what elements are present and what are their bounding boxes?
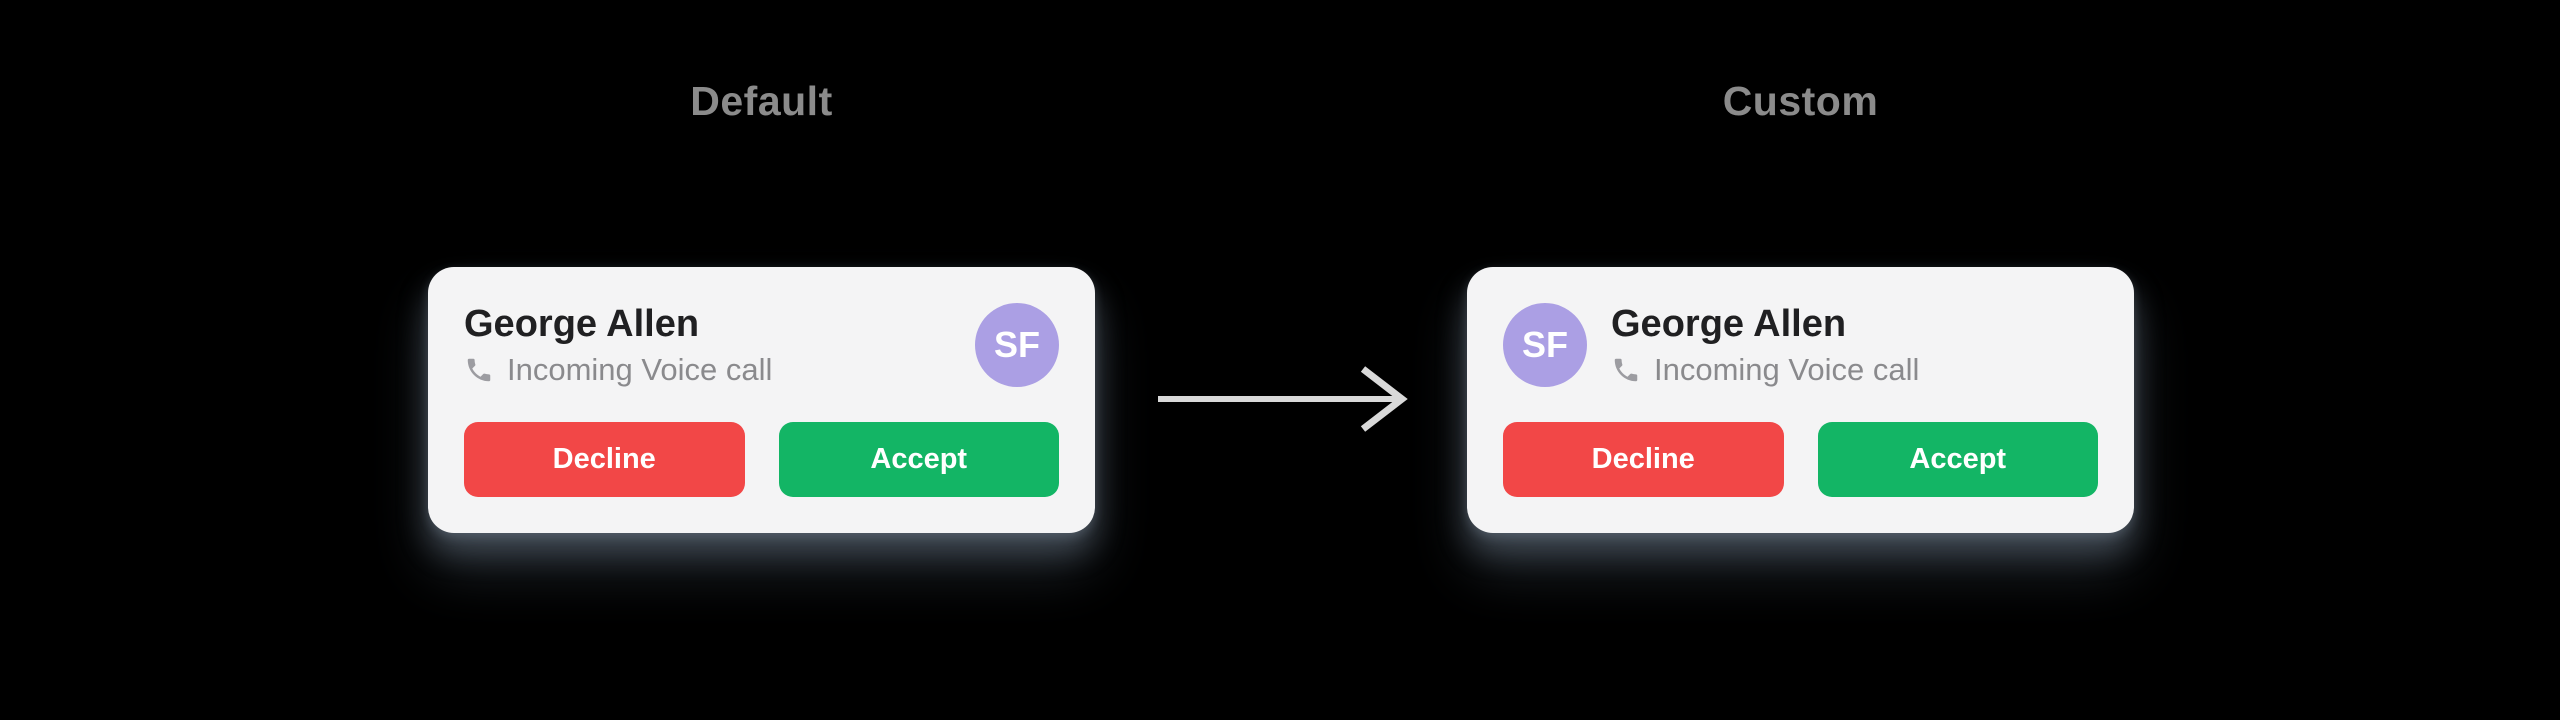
call-action-row: Decline Accept (464, 422, 1059, 497)
avatar-initials: SF (993, 324, 1040, 366)
avatar: SF (975, 303, 1059, 388)
avatar: SF (1503, 303, 1587, 388)
accept-button[interactable]: Accept (778, 422, 1059, 497)
phone-icon (467, 358, 491, 381)
phone-icon (1614, 358, 1638, 381)
call-card-header: SF George Allen Incoming Voice call (1503, 303, 2098, 388)
caller-name: George Allen (1611, 303, 1847, 345)
avatar-initials: SF (1521, 324, 1568, 366)
decline-button[interactable]: Decline (464, 422, 745, 497)
call-action-row: Decline Accept (1503, 422, 2098, 497)
caller-name: George Allen (464, 303, 700, 345)
section-title-custom: Custom (1722, 78, 1879, 124)
caller-info: George Allen Incoming Voice call (464, 303, 772, 388)
right-arrow-icon (1158, 366, 1408, 432)
section-title-default: Default (690, 78, 833, 124)
incoming-call-card-custom: SF George Allen Incoming Voice call Decl… (1467, 267, 2134, 533)
call-card-header: George Allen Incoming Voice call SF (464, 303, 1059, 388)
call-type-label: Incoming Voice call (507, 351, 773, 387)
decline-button[interactable]: Decline (1503, 422, 1784, 497)
call-type-row: Incoming Voice call (464, 352, 772, 388)
accept-button[interactable]: Accept (1817, 422, 2098, 497)
caller-info: George Allen Incoming Voice call (1611, 303, 1919, 388)
call-type-label: Incoming Voice call (1654, 351, 1920, 387)
incoming-call-card-default: George Allen Incoming Voice call SF Decl… (428, 267, 1095, 533)
call-type-row: Incoming Voice call (1611, 352, 1919, 388)
